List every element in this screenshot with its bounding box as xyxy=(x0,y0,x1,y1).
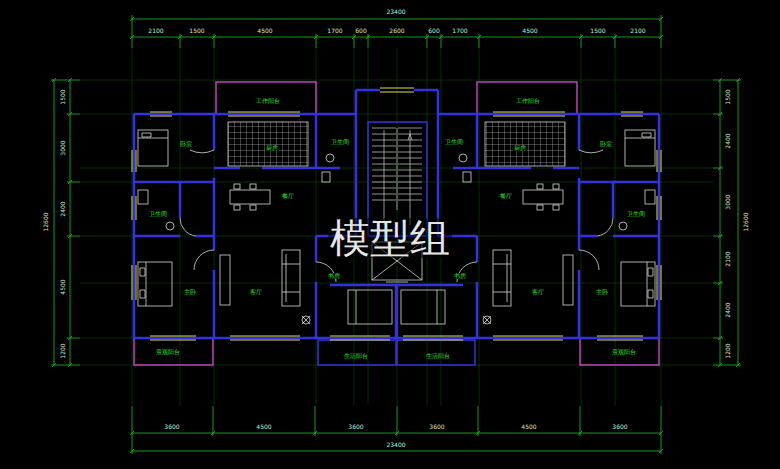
dimension-text: 2100 xyxy=(629,28,646,34)
dimension-text: 1700 xyxy=(326,28,343,34)
room-label: 书房 xyxy=(327,273,341,279)
room-label: 卧室 xyxy=(599,141,613,147)
dimension-text: 4500 xyxy=(255,424,272,430)
dimension-text: 4500 xyxy=(256,28,273,34)
room-label: 卫生间 xyxy=(444,139,464,145)
dimension-text: 1500 xyxy=(188,28,205,34)
dimension-text: 4500 xyxy=(520,424,537,430)
dimension-text: 1500 xyxy=(725,88,731,105)
room-label: 主卧 xyxy=(183,289,197,295)
room-label: 厨房 xyxy=(265,145,279,151)
room-label: 厨房 xyxy=(513,145,527,151)
watermark: 模型组 xyxy=(328,218,452,258)
room-label: 卫生间 xyxy=(330,139,350,145)
dimension-text: 2100 xyxy=(147,28,164,34)
dimension-text: 600 xyxy=(354,28,367,34)
dimension-text: 4500 xyxy=(521,28,538,34)
room-label: 卫生间 xyxy=(148,211,168,217)
dimension-text: 12600 xyxy=(743,211,749,232)
dimension-text: 1200 xyxy=(725,342,731,359)
dimension-text: 1500 xyxy=(589,28,606,34)
room-label: 生活阳台 xyxy=(343,353,369,359)
room-label: 书房 xyxy=(453,273,467,279)
dimension-text: 2600 xyxy=(388,28,405,34)
dimension-text: 4500 xyxy=(60,278,66,295)
dimension-text: 2100 xyxy=(725,250,731,267)
room-label: 卧室 xyxy=(179,141,193,147)
room-label: 主卧 xyxy=(595,289,609,295)
dimension-text: 2400 xyxy=(725,301,731,318)
room-label: 餐厅 xyxy=(499,193,513,199)
dimension-text: 3600 xyxy=(428,424,445,430)
room-label: 景观阳台 xyxy=(155,349,181,355)
dimension-text: 3600 xyxy=(611,424,628,430)
dimension-text: 12600 xyxy=(43,211,49,232)
dimension-text: 3000 xyxy=(60,139,66,156)
dimension-text: 3000 xyxy=(725,193,731,210)
dimension-text: 2400 xyxy=(60,200,66,217)
dimension-text: 1700 xyxy=(451,28,468,34)
room-label: 景观阳台 xyxy=(611,349,637,355)
room-label: 工作阳台 xyxy=(515,98,541,104)
dimension-text: 3600 xyxy=(347,424,364,430)
room-label: 客厅 xyxy=(531,289,545,295)
room-label: 卫生间 xyxy=(626,211,646,217)
room-label: 生活阳台 xyxy=(425,353,451,359)
room-label: 工作阳台 xyxy=(255,98,281,104)
room-label: 餐厅 xyxy=(281,193,295,199)
dimension-text: 23400 xyxy=(385,9,406,15)
dimension-text: 2400 xyxy=(725,132,731,149)
dimension-text: 1500 xyxy=(60,88,66,105)
dimension-text: 23400 xyxy=(385,442,406,448)
dimension-text: 3600 xyxy=(163,424,180,430)
dimension-text: 1200 xyxy=(60,342,66,359)
room-label: 客厅 xyxy=(249,289,263,295)
dimension-text: 600 xyxy=(427,28,440,34)
